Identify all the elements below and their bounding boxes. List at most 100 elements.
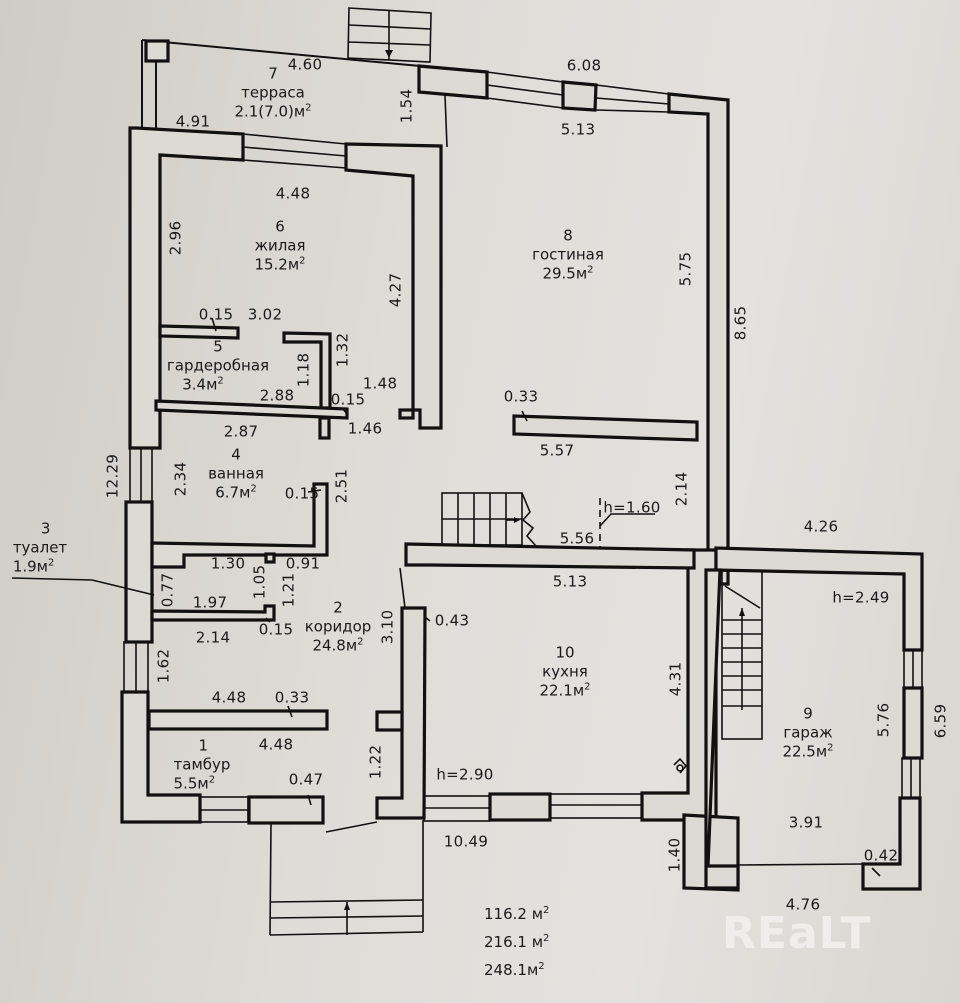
room-area-value: 24.8м xyxy=(312,636,358,655)
room-number: 5 xyxy=(213,337,223,356)
room-area-value: 22.1м xyxy=(539,681,585,700)
room-label-corridor: 2 коридор 24.8м2 xyxy=(305,599,372,656)
dimension-label: 0.77 xyxy=(158,572,177,608)
dimension-label: 1.62 xyxy=(154,648,173,684)
room-name: тамбур xyxy=(173,755,231,774)
dimension-label: 1.18 xyxy=(294,352,313,388)
room-area: 15.2м2 xyxy=(254,256,305,275)
top-stairs xyxy=(347,7,432,63)
dimension-label: 5.76 xyxy=(874,702,893,738)
total-value: 216.1 м xyxy=(484,933,544,951)
terrace-outline xyxy=(141,39,448,148)
room-label-garage: 9 гараж 22.5м2 xyxy=(782,705,833,762)
dimension-label: 1.05 xyxy=(250,564,269,600)
dimension-label: 1.22 xyxy=(366,744,385,780)
room-number: 2 xyxy=(333,598,343,617)
dimension-label: 0.43 xyxy=(434,611,470,630)
room-area-value: 15.2м xyxy=(254,255,300,274)
dimension-label: 1.32 xyxy=(333,332,352,368)
dimension-label: 12.29 xyxy=(103,453,122,499)
dimension-label: 2.88 xyxy=(259,386,295,405)
total-value: 116.2 м xyxy=(484,905,544,923)
sink-symbol xyxy=(673,757,688,774)
dimension-label: 4.31 xyxy=(666,661,685,697)
area-sup: 2 xyxy=(208,774,216,786)
total-area-3: 248.1м2 xyxy=(484,956,549,984)
garage xyxy=(704,546,924,891)
room-number: 3 xyxy=(40,519,51,538)
dimension-label: 1.46 xyxy=(347,419,383,438)
room-label-living-room: 8 гостиная 29.5м2 xyxy=(532,227,604,284)
room-number: 7 xyxy=(268,64,278,83)
dimension-label: 1.21 xyxy=(279,572,298,608)
dimension-label: 4.26 xyxy=(803,517,839,536)
room-name: гардеробная xyxy=(166,356,270,375)
total-area-1: 116.2 м2 xyxy=(484,900,549,928)
dimension-label: 4.48 xyxy=(275,184,311,203)
room-area-value: 2.1(7.0)м xyxy=(234,102,306,121)
area-sup: 2 xyxy=(584,681,591,693)
dimension-label: 3.10 xyxy=(378,609,397,645)
dimension-label: 4.60 xyxy=(287,55,323,74)
dimension-label: 0.15 xyxy=(258,620,294,639)
dimension-label: 5.56 xyxy=(559,529,595,548)
area-sup: 2 xyxy=(538,961,545,972)
dimension-label: 2.51 xyxy=(332,468,351,504)
dimension-label: 3.91 xyxy=(788,813,824,832)
room-area-value: 1.9м xyxy=(12,557,48,576)
room-area-value: 3.4м xyxy=(182,375,218,394)
room-label-kitchen: 10 кухня 22.1м2 xyxy=(539,644,590,701)
dimension-label: 2.14 xyxy=(672,471,691,507)
room-area: 24.8м2 xyxy=(305,637,372,656)
room-name: гостиная xyxy=(532,245,604,264)
area-sup: 2 xyxy=(543,933,550,944)
area-sup: 2 xyxy=(47,557,55,569)
dimension-label: 3.02 xyxy=(247,305,283,324)
room-number: 4 xyxy=(231,445,241,464)
dimension-label: h=2.49 xyxy=(832,588,890,607)
area-sup: 2 xyxy=(587,264,594,276)
dimension-label: 2.87 xyxy=(223,422,259,441)
dimension-label: 0.91 xyxy=(285,554,321,573)
dimension-label: 10.49 xyxy=(443,832,489,851)
leader-lines xyxy=(11,317,881,877)
room-name: кухня xyxy=(542,662,588,681)
room-area-value: 29.5м xyxy=(542,264,588,283)
room-label-terrace: 7 терраса 2.1(7.0)м2 xyxy=(234,65,311,122)
area-sup: 2 xyxy=(217,375,224,387)
room-area: 22.5м2 xyxy=(782,743,833,762)
dimension-label: 6.08 xyxy=(566,56,602,75)
dimension-label: h=1.60 xyxy=(603,498,661,517)
room-area-value: 22.5м xyxy=(782,742,828,761)
room-name: ванная xyxy=(208,464,264,483)
room-area: 1.9м2 xyxy=(13,558,67,577)
dimension-label: 2.14 xyxy=(195,628,231,647)
realt-watermark-logo: REaLT xyxy=(722,908,872,959)
dimension-label: 4.27 xyxy=(386,272,405,308)
dimension-label: 5.13 xyxy=(552,572,588,591)
room-area: 3.4м2 xyxy=(137,376,269,395)
room-area: 5.5м2 xyxy=(174,775,231,794)
dimension-label: 0.47 xyxy=(288,770,324,789)
dimension-label: 0.42 xyxy=(863,846,899,865)
dimension-label: 1.97 xyxy=(192,593,228,612)
room-number: 6 xyxy=(275,217,285,236)
dimension-label: 1.40 xyxy=(665,837,684,873)
room-label-toilet: 3 туалет 1.9м2 xyxy=(13,520,67,577)
total-area-2: 216.1 м2 xyxy=(484,928,549,956)
room-name: терраса xyxy=(241,83,305,102)
dimension-label: h=2.90 xyxy=(436,765,494,784)
entrance-stairs xyxy=(269,567,424,936)
room-name: жилая xyxy=(254,236,306,255)
room-number: 10 xyxy=(555,643,575,662)
total-value: 248.1м xyxy=(484,961,539,979)
room-label-wardrobe: 5 гардеробная 3.4м2 xyxy=(167,338,269,395)
area-totals: 116.2 м2 216.1 м2 248.1м2 xyxy=(484,900,549,984)
dimension-label: 0.15 xyxy=(330,390,366,409)
area-sup: 2 xyxy=(299,255,306,267)
dimension-label: 1.30 xyxy=(210,554,246,573)
room-area: 2.1(7.0)м2 xyxy=(234,103,311,122)
dimension-label: 2.34 xyxy=(171,461,190,497)
